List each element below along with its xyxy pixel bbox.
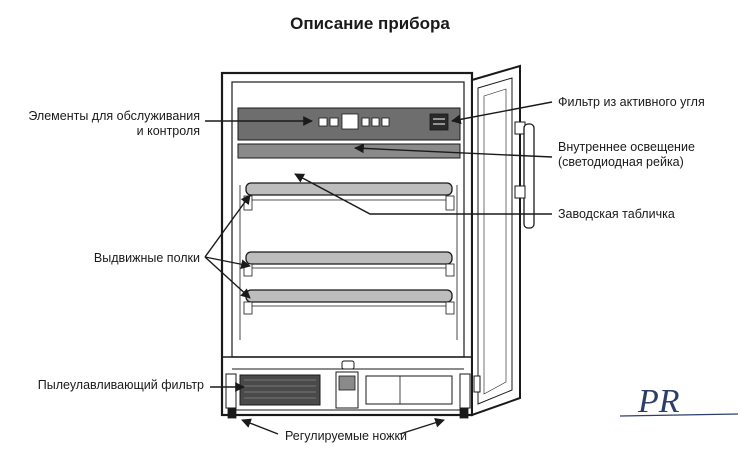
label-controls: Элементы для обслуживания и контроля	[14, 109, 200, 139]
diagram-title: Описание прибора	[290, 14, 450, 33]
label-carbon-filter: Фильтр из активного угля	[558, 95, 705, 109]
label-nameplate: Заводская табличка	[558, 207, 675, 221]
label-shelves: Выдвижные полки	[93, 251, 200, 265]
led-bar	[237, 143, 461, 159]
label-lighting-line2: (светодиодная рейка)	[558, 155, 684, 169]
label-lighting-line1: Внутреннее освещение	[558, 140, 695, 154]
label-feet: Регулируемые ножки	[285, 429, 407, 443]
label-controls-line1: Элементы для обслуживания	[28, 109, 200, 123]
brand-logo: PR	[620, 383, 738, 420]
label-lighting: Внутреннее освещение (светодиодная рейка…	[558, 140, 695, 170]
logo-text: PR	[637, 383, 680, 420]
control-panel	[237, 107, 461, 141]
label-controls-line2: и контроля	[136, 124, 200, 138]
label-dust-filter: Пылеулавливающий фильтр	[37, 378, 204, 392]
leader-lines	[204, 101, 553, 435]
plinth	[225, 360, 471, 419]
open-door	[471, 64, 535, 417]
